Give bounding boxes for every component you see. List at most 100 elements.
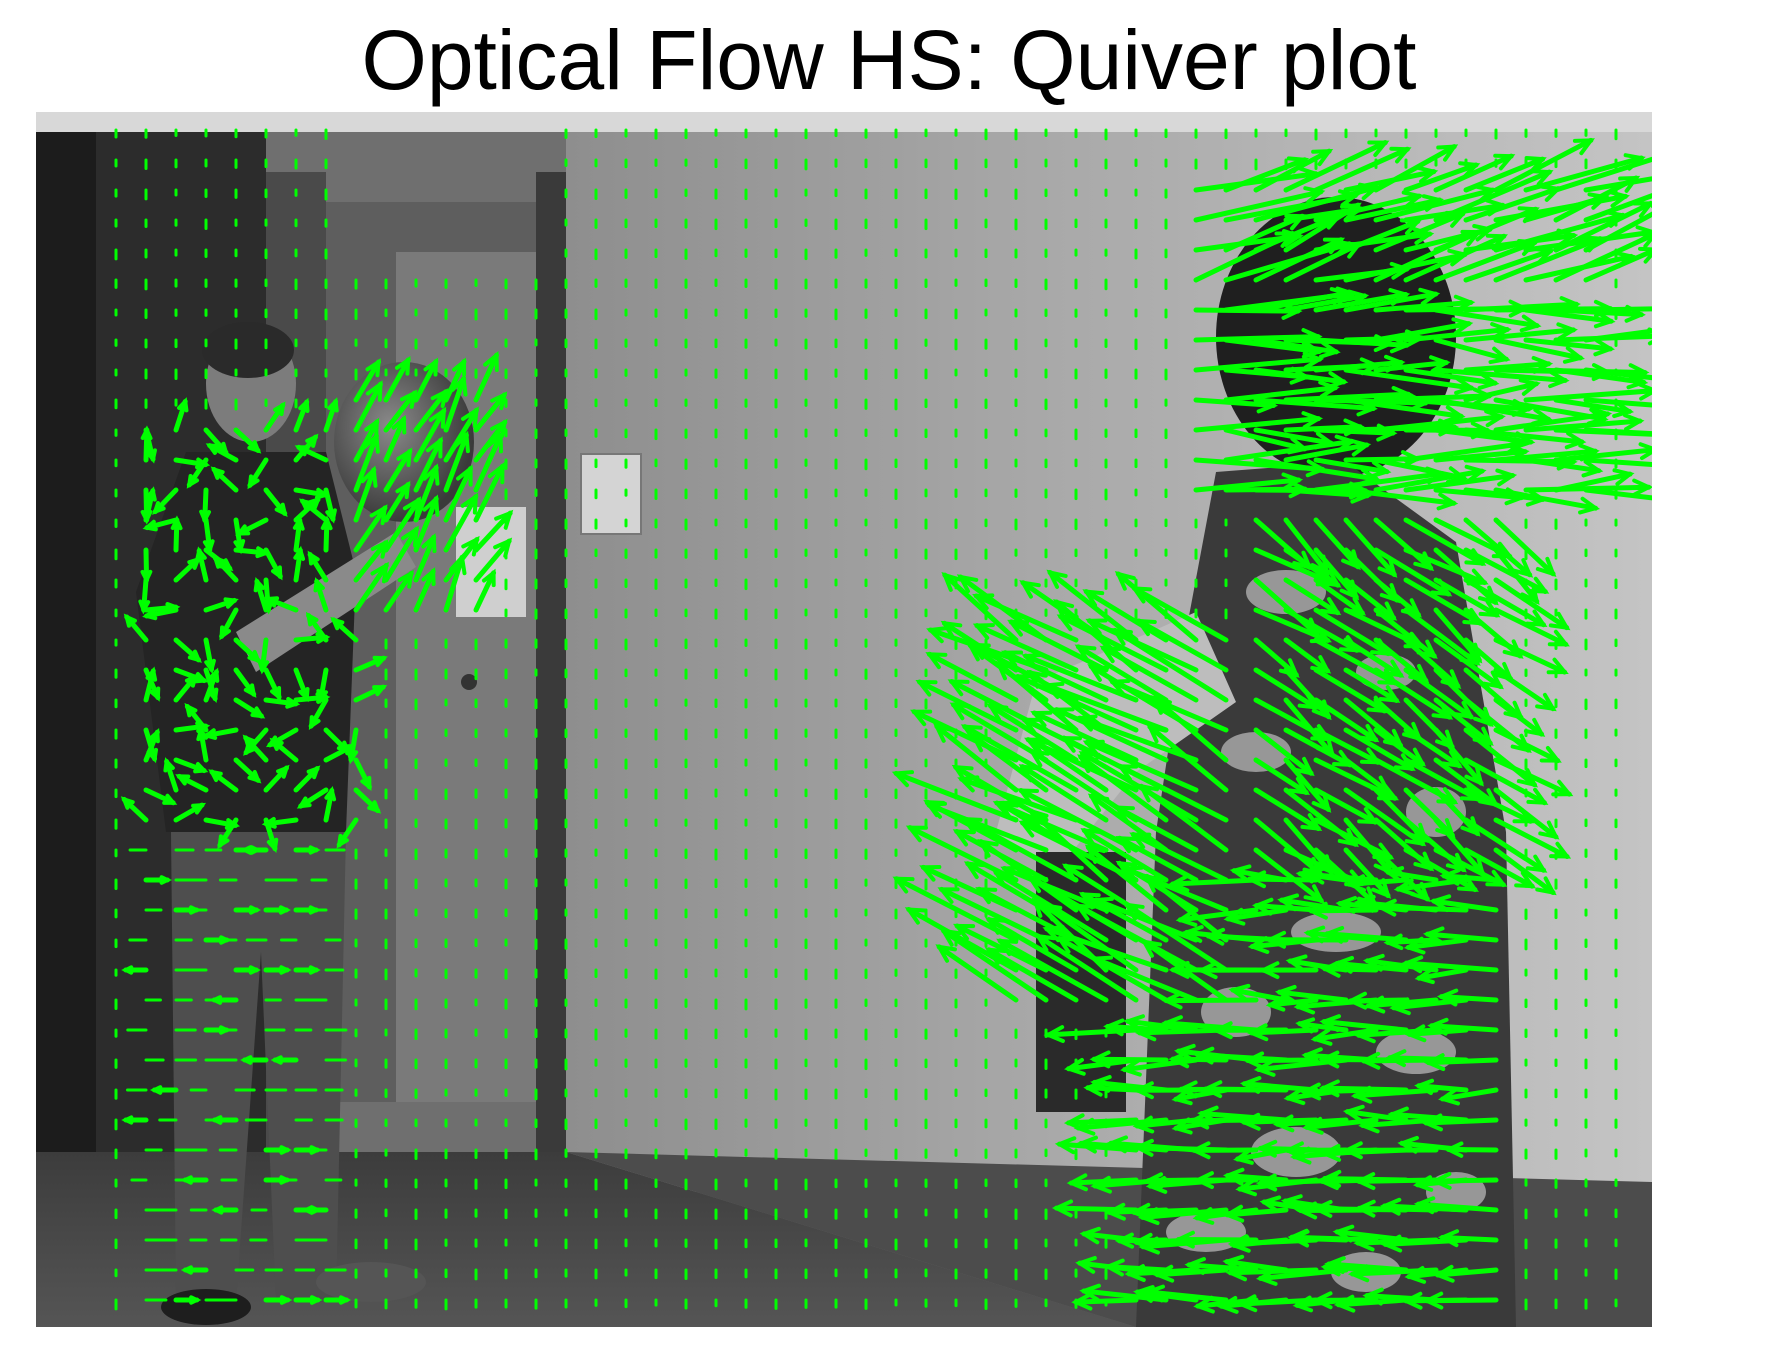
quiver-arrow: [173, 757, 209, 774]
quiver-arrow: [1433, 153, 1516, 193]
quiver-arrow: [203, 667, 220, 703]
quiver-arrow: [933, 723, 1019, 793]
quiver-arrow: [1430, 1171, 1499, 1190]
quiver-arrow: [1583, 427, 1652, 437]
quiver-arrow: [1553, 468, 1635, 493]
quiver-arrow: [1403, 936, 1469, 955]
quiver-arrow: [1052, 707, 1169, 763]
quiver-arrow: [972, 593, 1079, 643]
left-person-hair: [202, 322, 294, 378]
quiver-arrow: [1343, 667, 1401, 703]
quiver-arrow: [263, 401, 286, 433]
quiver-arrow: [1523, 413, 1645, 433]
quiver-arrow: [1414, 967, 1469, 985]
quiver-arrow: [239, 845, 269, 855]
quiver-arrow: [170, 515, 183, 553]
quiver-arrow: [1373, 464, 1487, 493]
quiver-arrow: [1013, 674, 1139, 733]
quiver-arrow: [1401, 955, 1499, 974]
quiver-arrow: [1046, 569, 1139, 643]
quiver-arrow: [1056, 614, 1169, 673]
quiver-arrow: [263, 547, 283, 581]
quiver-arrow: [413, 567, 436, 613]
quiver-arrow: [142, 607, 179, 621]
plot-title: Optical Flow HS: Quiver plot: [361, 13, 1417, 107]
quiver-arrow: [263, 965, 292, 975]
quiver-arrow: [1433, 337, 1511, 365]
quiver-arrow: [1075, 714, 1199, 763]
quiver-arrow: [1403, 667, 1475, 720]
quiver-arrow: [1071, 1292, 1139, 1311]
quiver-arrow: [336, 817, 359, 849]
quiver-arrow: [413, 533, 437, 583]
quiver-arrow: [383, 525, 419, 583]
quiver-arrow: [211, 1205, 239, 1215]
quiver-arrow: [270, 1055, 299, 1065]
quiver-arrow: [292, 515, 305, 553]
quiver-arrow: [1253, 727, 1315, 777]
quiver-arrow: [296, 787, 329, 809]
quiver-arrow: [173, 673, 199, 703]
quiver-arrow: [353, 431, 380, 493]
quiver-arrow: [1439, 868, 1499, 886]
quiver-arrow: [473, 351, 500, 403]
quiver-arrow: [1283, 577, 1342, 616]
quiver-arrow: [413, 357, 439, 403]
quiver-arrow: [217, 817, 239, 850]
quiver-arrow: [203, 637, 216, 674]
quiver-arrow: [1404, 1024, 1469, 1043]
quiver-arrow: [960, 816, 1079, 883]
quiver-arrow: [1115, 835, 1199, 883]
quiver-arrow: [323, 1295, 352, 1305]
quiver-arrow: [1493, 727, 1562, 764]
quiver-arrow: [473, 509, 514, 553]
quiver-arrow: [1143, 873, 1229, 943]
quiver-arrow: [413, 388, 449, 433]
quiver-arrow: [1362, 953, 1439, 973]
quiver-arrow: [1239, 1076, 1319, 1094]
quiver-arrow: [1403, 233, 1508, 283]
quiver-arrow: [1373, 409, 1506, 433]
quiver-arrow: [1463, 757, 1549, 806]
quiver-arrow: [996, 938, 1109, 1003]
quiver-arrow: [151, 487, 179, 515]
quiver-arrow: [121, 1115, 149, 1125]
quiver-arrow: [1233, 1147, 1289, 1165]
quiver-arrow: [1493, 637, 1569, 675]
quiver-arrow: [1121, 865, 1229, 913]
quiver-arrow: [1253, 847, 1325, 904]
quiver-arrow: [1414, 1078, 1469, 1096]
quiver-arrow: [939, 928, 1049, 1003]
quiver-arrow: [123, 613, 149, 643]
quiver-arrow: [1313, 457, 1392, 479]
quiver-arrow: [1184, 1257, 1259, 1275]
quiver-arrow: [269, 737, 299, 763]
quiver-arrow: [353, 504, 388, 553]
quiver-arrow: [1493, 577, 1571, 631]
quiver-arrow: [443, 374, 468, 433]
quiver-arrow: [210, 1115, 239, 1125]
quiver-arrow: [235, 517, 269, 537]
quiver-arrow: [233, 667, 257, 698]
quiver-arrow: [1108, 679, 1229, 733]
quiver-arrow: [1099, 645, 1199, 703]
quiver-arrow: [1161, 991, 1259, 1010]
quiver-arrow: [1341, 1141, 1439, 1160]
quiver-arrow: [1151, 695, 1229, 763]
quiver-arrow: [935, 944, 1019, 1003]
quiver-arrow: [925, 651, 1019, 703]
quiver-arrow: [1433, 367, 1570, 389]
quiver-arrow: [1553, 231, 1652, 283]
quiver-arrow: [323, 743, 357, 763]
quiver-arrow: [323, 786, 337, 823]
quiver-arrow: [1583, 176, 1652, 193]
quiver-arrow: [1283, 438, 1372, 463]
quiver-arrow: [196, 725, 209, 763]
quiver-arrow: [473, 391, 508, 433]
quiver-arrow: [1247, 1023, 1319, 1042]
quiver-arrow: [1087, 793, 1169, 853]
quiver-arrow: [1344, 874, 1409, 893]
quiver-arrow: [1274, 984, 1349, 1003]
quiver-arrow: [305, 611, 329, 643]
quiver-arrow: [1423, 1053, 1499, 1072]
